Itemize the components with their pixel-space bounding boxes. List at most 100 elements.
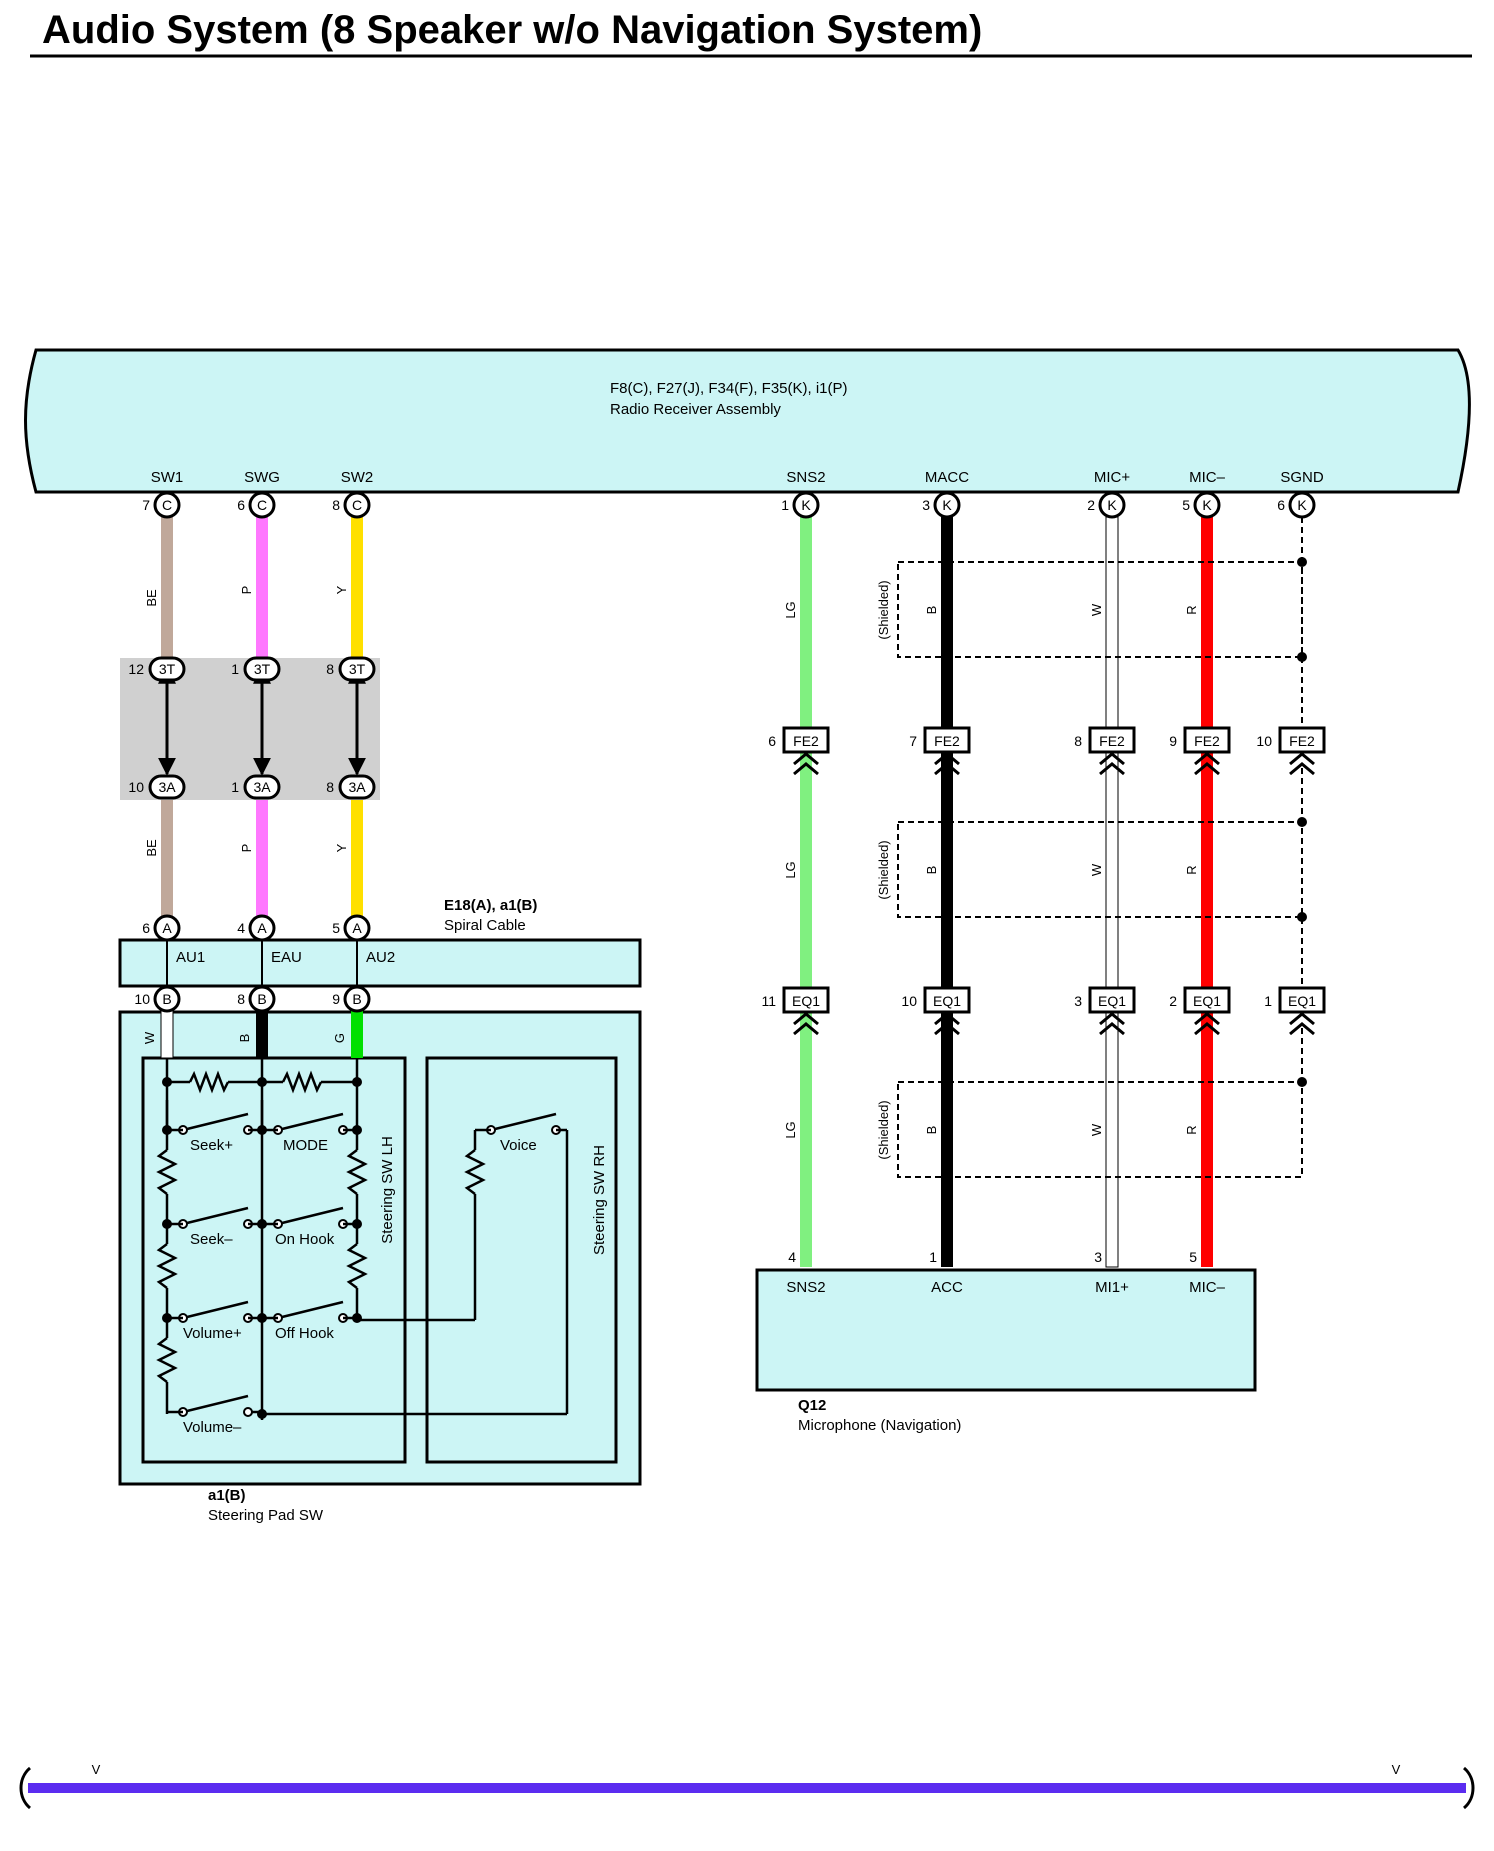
svg-text:R: R <box>1184 1125 1199 1134</box>
ground-label-left: V <box>92 1762 101 1777</box>
svg-text:1: 1 <box>1264 993 1272 1009</box>
mic-terminal-acc: ACC <box>931 1279 963 1296</box>
spiral-connectors-label: E18(A), a1(B) <box>444 897 537 914</box>
svg-text:K: K <box>1297 497 1307 513</box>
steering-lh-box <box>141 1056 407 1464</box>
mic-terminal-mic-minus: MIC– <box>1189 1279 1225 1296</box>
svg-text:W: W <box>1089 863 1104 876</box>
junction-arrows <box>158 665 366 776</box>
radio-receiver-box <box>24 348 1471 494</box>
fe2-chevrons <box>793 752 1315 776</box>
steering-rh-label: Steering SW RH <box>591 1145 608 1255</box>
svg-text:EQ1: EQ1 <box>1288 993 1316 1009</box>
svg-text:C: C <box>162 497 172 513</box>
shielded-labels: (Shielded) (Shielded) (Shielded) <box>876 580 891 1159</box>
spiral-bottom-connectors: B 10 B 8 B 9 <box>134 985 371 1013</box>
svg-text:A: A <box>257 920 267 936</box>
switch-off-hook: Off Hook <box>275 1325 334 1342</box>
svg-text:B: B <box>924 1126 939 1135</box>
svg-text:3: 3 <box>922 497 930 513</box>
svg-text:A: A <box>162 920 172 936</box>
svg-text:6: 6 <box>237 497 245 513</box>
svg-text:B: B <box>352 991 361 1007</box>
svg-text:FE2: FE2 <box>1289 733 1315 749</box>
spiral-top-connectors: A 6 A 4 A 5 <box>142 914 371 942</box>
svg-text:EQ1: EQ1 <box>1193 993 1221 1009</box>
ground-bus: V V <box>19 1762 1475 1810</box>
svg-text:FE2: FE2 <box>1099 733 1125 749</box>
svg-text:12: 12 <box>128 661 144 677</box>
radio-name-label: Radio Receiver Assembly <box>610 401 781 418</box>
microphone-pins: 4 1 3 5 SNS2 ACC MI1+ MIC– <box>786 1249 1225 1296</box>
svg-text:2: 2 <box>1087 497 1095 513</box>
svg-text:C: C <box>352 497 362 513</box>
svg-text:(Shielded): (Shielded) <box>876 840 891 899</box>
terminal-sns2: SNS2 <box>786 469 825 486</box>
page-title: Audio System (8 Speaker w/o Navigation S… <box>42 8 982 52</box>
svg-text:G: G <box>332 1033 347 1043</box>
svg-text:LG: LG <box>783 601 798 618</box>
code-y-top: Y <box>334 585 349 594</box>
svg-text:8: 8 <box>326 779 334 795</box>
svg-text:B: B <box>924 606 939 615</box>
radio-right-connectors: K 1 K 3 K 2 K 5 K 6 <box>781 491 1316 519</box>
terminal-sw1: SW1 <box>151 469 184 486</box>
svg-text:FE2: FE2 <box>1194 733 1220 749</box>
svg-text:1: 1 <box>929 1249 937 1265</box>
steering-rh-box <box>425 1056 618 1464</box>
svg-text:3T: 3T <box>254 661 271 677</box>
wire-w <box>1105 516 1119 1268</box>
spiral-cable-box <box>118 938 642 988</box>
svg-text:4: 4 <box>237 920 245 936</box>
svg-text:10: 10 <box>128 779 144 795</box>
fe2-connectors: FE2 6 FE2 7 FE2 8 FE2 9 FE2 10 <box>768 726 1326 754</box>
svg-text:B: B <box>924 866 939 875</box>
spiral-terminal-au1: AU1 <box>176 949 205 966</box>
svg-text:B: B <box>162 991 171 1007</box>
svg-text:R: R <box>1184 865 1199 874</box>
svg-text:10: 10 <box>901 993 917 1009</box>
microphone-connector-label: Q12 <box>798 1397 826 1414</box>
right-wire-codes: LG B W R LG B W R LG B W R <box>783 601 1199 1138</box>
svg-text:6: 6 <box>1277 497 1285 513</box>
steering-lh-label: Steering SW LH <box>379 1136 396 1244</box>
spiral-bottom-wires: W B G <box>142 999 363 1059</box>
svg-text:K: K <box>1107 497 1117 513</box>
svg-text:9: 9 <box>332 991 340 1007</box>
svg-text:3A: 3A <box>348 779 366 795</box>
svg-text:EQ1: EQ1 <box>1098 993 1126 1009</box>
svg-text:B: B <box>257 991 266 1007</box>
svg-text:W: W <box>1089 603 1104 616</box>
terminal-mic-plus: MIC+ <box>1094 469 1130 486</box>
svg-text:6: 6 <box>768 733 776 749</box>
svg-text:2: 2 <box>1169 993 1177 1009</box>
svg-text:9: 9 <box>1169 733 1177 749</box>
switch-seek-plus: Seek+ <box>190 1137 233 1154</box>
svg-text:(Shielded): (Shielded) <box>876 580 891 639</box>
mic-terminal-mi1-plus: MI1+ <box>1095 1279 1129 1296</box>
radio-left-connectors: C 7 C 6 C 8 <box>142 491 371 519</box>
svg-text:3: 3 <box>1094 1249 1102 1265</box>
svg-text:3T: 3T <box>349 661 366 677</box>
svg-text:3A: 3A <box>158 779 176 795</box>
switch-on-hook: On Hook <box>275 1231 335 1248</box>
svg-text:10: 10 <box>134 991 150 1007</box>
svg-text:3A: 3A <box>253 779 271 795</box>
spiral-terminal-eau: EAU <box>271 949 302 966</box>
spiral-terminal-au2: AU2 <box>366 949 395 966</box>
steering-pad-name-label: Steering Pad SW <box>208 1507 324 1524</box>
switch-volume-plus: Volume+ <box>183 1325 242 1342</box>
svg-text:(Shielded): (Shielded) <box>876 1100 891 1159</box>
eq1-connectors: EQ1 11 EQ1 10 EQ1 3 EQ1 2 EQ1 1 <box>761 986 1326 1014</box>
svg-text:LG: LG <box>783 861 798 878</box>
terminal-sw2: SW2 <box>341 469 374 486</box>
svg-text:A: A <box>352 920 362 936</box>
code-p-top: P <box>239 586 254 595</box>
svg-text:1: 1 <box>231 779 239 795</box>
microphone-box <box>755 1268 1257 1392</box>
eq1-chevrons <box>793 1012 1315 1036</box>
junction-connectors: 3T 12 3T 1 3T 8 3A 10 3A 1 3A 8 <box>128 656 376 800</box>
svg-text:10: 10 <box>1256 733 1272 749</box>
svg-text:C: C <box>257 497 267 513</box>
code-be-top: BE <box>144 589 159 607</box>
